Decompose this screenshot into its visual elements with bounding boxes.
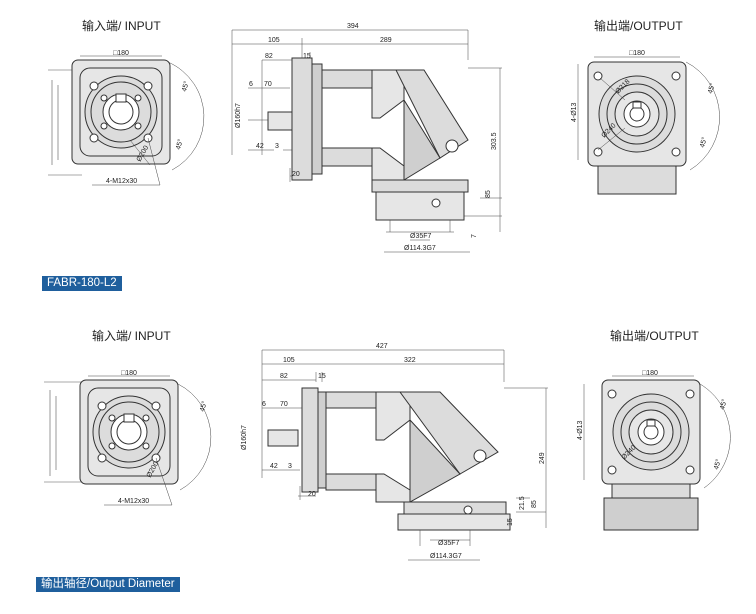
s1-d3: 3	[275, 143, 279, 150]
s1-total: 394	[347, 23, 359, 30]
s1-dia35: Ø35F7	[410, 233, 432, 240]
s2-d20: 20	[308, 491, 316, 498]
s2-output-view	[583, 375, 731, 531]
s1-output-view	[577, 56, 720, 195]
s2-input-title: 输入端/ INPUT	[92, 328, 171, 343]
s1-input-view	[48, 55, 205, 186]
s1-in-angle2: 45°	[174, 138, 185, 150]
s1-output-title: 输出端/OUTPUT	[594, 18, 683, 33]
s1-out-angle: 45°	[706, 82, 717, 94]
s2-out-square: □180	[642, 370, 658, 377]
s1-d289: 289	[380, 37, 392, 44]
s1-model-badge: FABR-180-L2	[42, 276, 122, 291]
s1-input-title: 输入端/ INPUT	[82, 18, 161, 33]
s2-d15b: 15	[507, 518, 514, 526]
s1-out-holes: 4-Ø13	[571, 102, 578, 122]
s2-section-badge: 输出轴径/Output Diameter	[36, 577, 180, 592]
s1-dia114: Ø114.3G7	[404, 245, 436, 252]
s2-d42: 42	[270, 463, 278, 470]
s2-out-angle2: 45°	[712, 458, 723, 470]
s1-side-view	[231, 29, 502, 253]
s1-d82: 82	[265, 53, 273, 60]
s1-dia160: Ø160h7	[235, 103, 242, 128]
s2-d85: 85	[531, 500, 538, 508]
s1-out-angle2: 45°	[698, 136, 709, 148]
s2-h249: 249	[539, 452, 546, 464]
s2-d15: 15	[318, 373, 326, 380]
s1-h303: 303.5	[491, 132, 498, 150]
s2-d6: 6	[262, 401, 266, 408]
s2-out-holes: 4-Ø13	[577, 420, 584, 440]
s2-d322: 322	[404, 357, 416, 364]
s2-side-view	[261, 349, 548, 561]
s1-out-square: □180	[629, 50, 645, 57]
s2-d105: 105	[283, 357, 295, 364]
s1-d6: 6	[249, 81, 253, 88]
s2-d21: 21.5	[519, 496, 526, 510]
s2-d82: 82	[280, 373, 288, 380]
s2-in-angle: 45°	[198, 400, 209, 412]
s2-dia114: Ø114.3G7	[430, 553, 462, 560]
s1-d20: 20	[292, 171, 300, 178]
s2-output-title: 输出端/OUTPUT	[610, 328, 699, 343]
s2-dia35: Ø35F7	[438, 540, 460, 547]
s1-in-angle: 45°	[180, 80, 191, 92]
s2-in-square: □180	[121, 370, 137, 377]
s2-in-thread: 4-M12x30	[118, 498, 149, 505]
s1-d85: 85	[485, 190, 492, 198]
s2-out-angle: 45°	[718, 398, 729, 410]
s1-d42: 42	[256, 143, 264, 150]
s1-d105: 105	[268, 37, 280, 44]
s1-d15: 15	[303, 53, 311, 60]
s1-d70: 70	[264, 81, 272, 88]
s1-in-thread: 4-M12x30	[106, 178, 137, 185]
s1-in-square: □180	[113, 50, 129, 57]
s2-dia160: Ø160h7	[241, 425, 248, 450]
s2-total: 427	[376, 343, 388, 350]
s2-d3: 3	[288, 463, 292, 470]
s1-d7: 7	[471, 234, 478, 238]
s2-d70: 70	[280, 401, 288, 408]
s2-input-view	[44, 375, 212, 506]
